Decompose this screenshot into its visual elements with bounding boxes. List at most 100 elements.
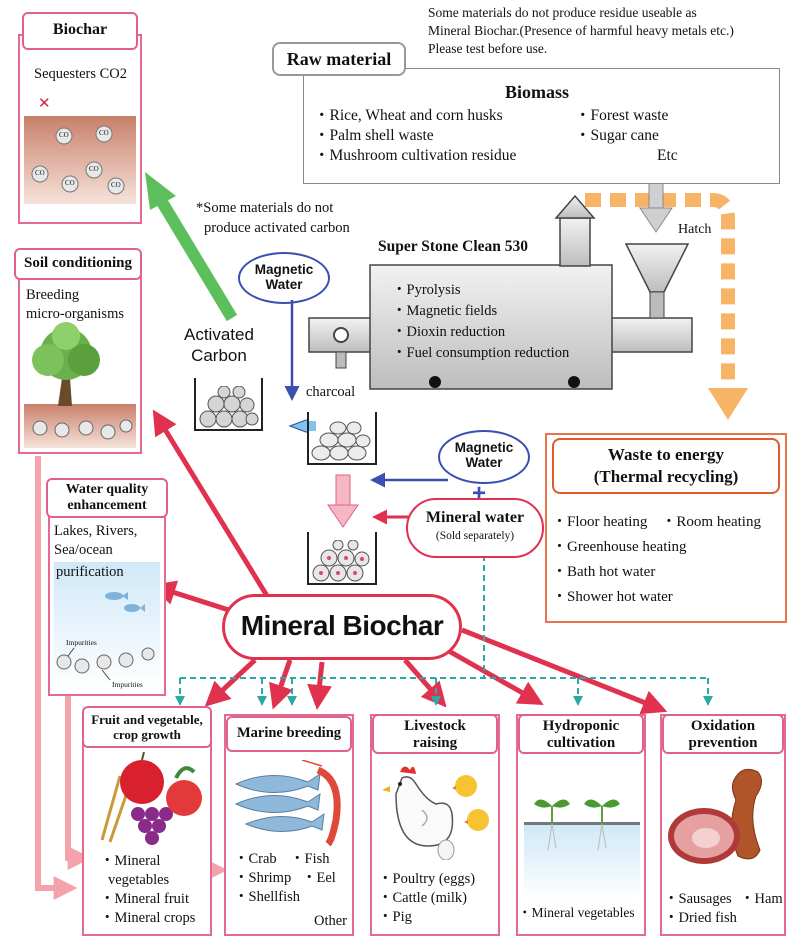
co-label: CO	[111, 181, 121, 189]
marine-tag: Marine breeding	[226, 716, 352, 752]
waste-energy-item: ・Shower hot water	[552, 589, 673, 605]
biochar-desc: Sequesters CO2	[34, 66, 128, 82]
top-note-line: Mineral Biochar.(Presence of harmful hea…	[428, 23, 734, 38]
magnetic-water-bubble-2: Magnetic Water	[438, 430, 530, 484]
water-quality-label: enhancement	[67, 498, 147, 513]
impurities-label: Impurities	[66, 638, 97, 647]
biomass-right-list: ・Forest waste ・Sugar cane Etc	[575, 106, 678, 166]
fruit-list: ・Mineral vegetables ・Mineral fruit ・Mine…	[100, 852, 195, 928]
fruit-label: Fruit and vegetable,	[91, 712, 203, 727]
blue-arrows	[284, 300, 448, 488]
water-quality-label: Water quality	[65, 482, 149, 497]
magnetic-water-text: Water	[465, 455, 503, 470]
livestock-tag: Livestock raising	[372, 714, 498, 754]
activated-note: *Some materials do not produce activated…	[196, 198, 350, 238]
livestock-item: ・Cattle (milk)	[378, 890, 467, 906]
machine-feature: ・Dioxin reduction	[392, 324, 506, 340]
waste-energy-item: ・Bath hot water	[552, 564, 656, 580]
machine-feature: ・Pyrolysis	[392, 282, 461, 298]
teal-dashed-lines	[175, 545, 713, 706]
machine-feature-list: ・Pyrolysis ・Magnetic fields ・Dioxin redu…	[392, 280, 569, 364]
biochar-tag: Biochar	[22, 12, 138, 50]
soil-desc-line: micro-organisms	[26, 306, 124, 322]
waste-energy-title: Waste to energy (Thermal recycling)	[552, 438, 780, 494]
biomass-item: ・Rice, Wheat and corn husks	[314, 107, 503, 124]
mineral-biochar-title: Mineral Biochar	[240, 610, 444, 641]
activated-carbon-container	[194, 378, 263, 431]
livestock-illustration	[376, 760, 494, 860]
machine-title: Super Stone Clean 530	[378, 238, 528, 255]
waste-energy-list: ・Floor heating・Room heating ・Greenhouse …	[552, 510, 761, 610]
oxidation-label: prevention	[688, 735, 758, 751]
waste-energy-title-line: Waste to energy	[607, 445, 725, 464]
marine-item: ・Shrimp	[234, 870, 292, 886]
livestock-item: ・Poultry (eggs)	[378, 871, 476, 887]
marine-item: ・Eel	[302, 870, 336, 886]
waste-energy-row: ・Floor heating・Room heating	[552, 510, 761, 535]
biomass-title: Biomass	[505, 82, 570, 102]
water-quality-desc: Lakes, Rivers, Sea/ocean	[54, 522, 137, 560]
waste-energy-item: ・Floor heating	[552, 514, 648, 530]
magnetic-water-text: Magnetic	[454, 440, 514, 455]
activated-note-line: produce activated carbon	[204, 220, 350, 236]
hatch-label: Hatch	[678, 222, 712, 237]
oxidation-item: ・Sausages	[664, 891, 732, 907]
soil-label: Soil conditioning	[24, 255, 132, 271]
water-quality-tag: Water quality enhancement	[46, 478, 168, 518]
oxidation-item: ・Dried fish	[664, 910, 737, 926]
water-illustration: purification Impurities Impurities	[54, 562, 160, 690]
livestock-list: ・Poultry (eggs) ・Cattle (milk) ・Pig	[378, 870, 475, 927]
marine-item: Other	[314, 913, 348, 929]
machine-feature: ・Magnetic fields	[392, 303, 498, 319]
activated-carbon-text: Carbon	[191, 346, 247, 365]
mineral-biochar-arrows	[150, 409, 668, 715]
biochar-label: Biochar	[52, 21, 108, 38]
soil-illustration: CO CO CO CO CO CO	[24, 116, 136, 204]
top-note: Some materials do not produce residue us…	[428, 4, 734, 58]
tree-illustration	[24, 320, 136, 448]
hydroponic-illustration	[524, 790, 640, 900]
biomass-item: ・Mushroom cultivation residue	[314, 147, 517, 164]
magnetic-water-bubble: Magnetic Water	[238, 252, 330, 304]
biomass-item: Etc	[657, 147, 678, 164]
marine-item: ・Crab	[234, 851, 277, 867]
hydroponic-item: ・Mineral vegetables	[518, 905, 635, 920]
fruit-illustration	[90, 752, 206, 848]
green-arrow	[145, 172, 238, 322]
marine-item: ・Fish	[290, 851, 330, 867]
livestock-label: raising	[412, 735, 458, 751]
soil-desc-line: Breeding	[26, 287, 80, 303]
cross-icon: ✕	[38, 95, 51, 112]
hatch-arrow	[639, 182, 673, 233]
co-label: CO	[59, 131, 69, 139]
machine-feature: ・Fuel consumption reduction	[392, 345, 570, 361]
co-label: CO	[89, 165, 99, 173]
biomass-item: ・Sugar cane	[575, 127, 659, 144]
hydroponic-list: ・Mineral vegetables	[518, 904, 635, 922]
mineral-biochar-cloud: Mineral Biochar	[222, 594, 462, 660]
raw-material-tag: Raw material	[272, 42, 406, 76]
mineral-water-title: Mineral water	[425, 509, 525, 526]
water-quality-desc-line: Lakes, Rivers,	[54, 523, 138, 539]
raw-material-label: Raw material	[286, 49, 392, 69]
oxidation-tag: Oxidation prevention	[662, 714, 784, 754]
marine-list: ・Crab ・Fish ・Shrimp ・Eel ・Shellfish Othe…	[234, 850, 350, 930]
fruit-item: ・Mineral crops	[100, 910, 196, 926]
biochar-pellets	[311, 540, 373, 582]
soil-tag: Soil conditioning	[14, 248, 142, 280]
activated-carbon-pellets	[199, 386, 259, 428]
marine-item: ・Shellfish	[234, 889, 301, 905]
water-quality-desc-line: purification	[56, 564, 124, 580]
top-note-line: Please test before use.	[428, 41, 548, 56]
charcoal-container	[307, 412, 377, 465]
oxidation-item: ・Ham	[740, 891, 783, 907]
livestock-label: Livestock	[404, 718, 466, 734]
machine-illustration	[308, 194, 693, 390]
activated-carbon-text: Activated	[184, 325, 254, 344]
fruit-item: ・Mineral	[100, 853, 161, 869]
activated-note-line: *Some materials do not	[196, 200, 334, 216]
co-label: CO	[35, 169, 45, 177]
top-note-line: Some materials do not produce residue us…	[428, 5, 697, 20]
soil-desc: Breeding micro-organisms	[26, 286, 124, 324]
magnetic-water-text: Water	[265, 277, 303, 292]
